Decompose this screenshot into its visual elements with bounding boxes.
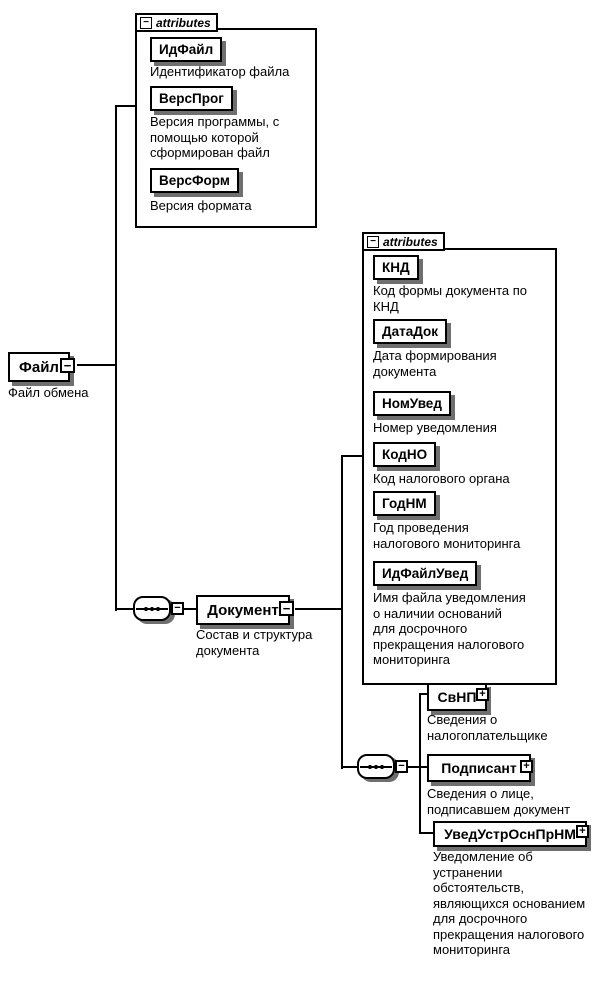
element-podpisant-annotation: Сведения о лице, подписавшем документ	[427, 786, 571, 817]
attribute-label: ВерсФорм	[159, 173, 230, 188]
connector-line	[184, 608, 198, 610]
attribute-annotation: Номер уведомления	[373, 420, 497, 435]
minus-icon: −	[398, 760, 405, 772]
attribute-label: НомУвед	[382, 396, 442, 411]
attribute-label: КНД	[382, 260, 410, 275]
attribute-name-box[interactable]: ИдФайл	[150, 37, 223, 62]
file-attributes-tab-label: attributes	[156, 15, 211, 30]
attribute-label: ИдФайл	[159, 42, 214, 57]
sequence-indicator[interactable]	[357, 754, 395, 779]
attribute-name-box[interactable]: ВерсПрог	[150, 86, 233, 111]
file-attributes-tab[interactable]: − attributes	[135, 13, 218, 32]
element-document-annotation: Состав и структура документа	[196, 627, 313, 658]
minus-icon[interactable]: −	[140, 16, 152, 29]
connector-line	[341, 455, 364, 457]
connector-line	[419, 693, 421, 834]
attribute-annotation: Код формы документа по КНД	[373, 283, 528, 314]
sequence-dots-icon	[136, 604, 168, 614]
attribute-name-box[interactable]: ВерсФорм	[150, 168, 239, 193]
expand-icon[interactable]: +	[520, 760, 533, 773]
connector-line	[295, 608, 343, 610]
plus-icon: +	[579, 825, 586, 837]
document-attributes-tab-label: attributes	[383, 234, 438, 249]
attribute-name-box[interactable]: НомУвед	[373, 391, 451, 416]
element-svnp-box[interactable]: СвНП	[427, 683, 487, 711]
attribute-annotation: Код налогового органа	[373, 471, 510, 486]
sequence-indicator[interactable]	[133, 596, 171, 621]
element-uvedustr-box[interactable]: УведУстрОснПрНМ	[433, 821, 587, 847]
attribute-annotation: Дата формирования документа	[373, 348, 497, 379]
minus-icon: −	[174, 602, 181, 614]
element-document-box[interactable]: Документ	[196, 595, 290, 625]
connector-line	[341, 766, 359, 768]
collapse-icon[interactable]: −	[60, 358, 75, 373]
attribute-label: КодНО	[382, 447, 428, 462]
plus-icon: +	[523, 760, 530, 772]
connector-line	[419, 832, 435, 834]
collapse-icon[interactable]: −	[171, 602, 184, 615]
connector-line	[77, 364, 117, 366]
plus-icon: +	[479, 688, 486, 700]
element-uvedustr-label: УведУстрОснПрНМ	[444, 826, 576, 842]
attribute-annotation: Версия программы, с помощью которой сфор…	[150, 114, 280, 160]
expand-icon[interactable]: +	[476, 688, 489, 701]
attribute-label: ДатаДок	[382, 324, 439, 339]
attribute-annotation: Версия формата	[150, 198, 252, 213]
attribute-annotation: Имя файла уведомления о наличии основани…	[373, 590, 526, 667]
document-attributes-tab[interactable]: − attributes	[362, 232, 445, 251]
attribute-name-box[interactable]: КНД	[373, 255, 419, 280]
element-file-label: Файл	[19, 358, 59, 376]
minus-icon[interactable]: −	[367, 235, 379, 248]
connector-line	[115, 608, 135, 610]
element-svnp-annotation: Сведения о налогоплательщике	[427, 712, 548, 743]
element-podpisant-label: Подписант	[441, 760, 517, 776]
file-attributes-panel	[135, 28, 317, 228]
attribute-name-box[interactable]: ИдФайлУвед	[373, 561, 478, 586]
connector-line	[407, 766, 428, 768]
attribute-name-box[interactable]: КодНО	[373, 442, 437, 467]
attribute-name-box[interactable]: ГодНМ	[373, 491, 436, 516]
expand-icon[interactable]: +	[576, 825, 589, 838]
attribute-annotation: Идентификатор файла	[150, 64, 290, 79]
attribute-label: ИдФайлУвед	[382, 566, 469, 581]
connector-line	[419, 693, 429, 695]
connector-line	[115, 105, 117, 611]
connector-line	[341, 455, 343, 769]
sequence-dots-icon	[360, 762, 392, 772]
element-svnp-label: СвНП	[437, 689, 477, 705]
attribute-name-box[interactable]: ДатаДок	[373, 319, 448, 344]
element-file-box[interactable]: Файл	[8, 352, 70, 382]
collapse-icon[interactable]: −	[279, 601, 294, 616]
attribute-annotation: Год проведения налогового мониторинга	[373, 520, 521, 551]
element-file-annotation: Файл обмена	[8, 385, 89, 400]
element-document-label: Документ	[207, 601, 279, 619]
element-podpisant-box[interactable]: Подписант	[427, 754, 531, 782]
connector-line	[115, 105, 137, 107]
minus-icon: −	[282, 601, 291, 616]
element-uvedustr-annotation: Уведомление об устранении обстоятельств,…	[433, 849, 586, 957]
attribute-label: ГодНМ	[382, 496, 427, 511]
minus-icon: −	[63, 358, 72, 373]
attribute-label: ВерсПрог	[159, 91, 224, 106]
collapse-icon[interactable]: −	[395, 760, 408, 773]
